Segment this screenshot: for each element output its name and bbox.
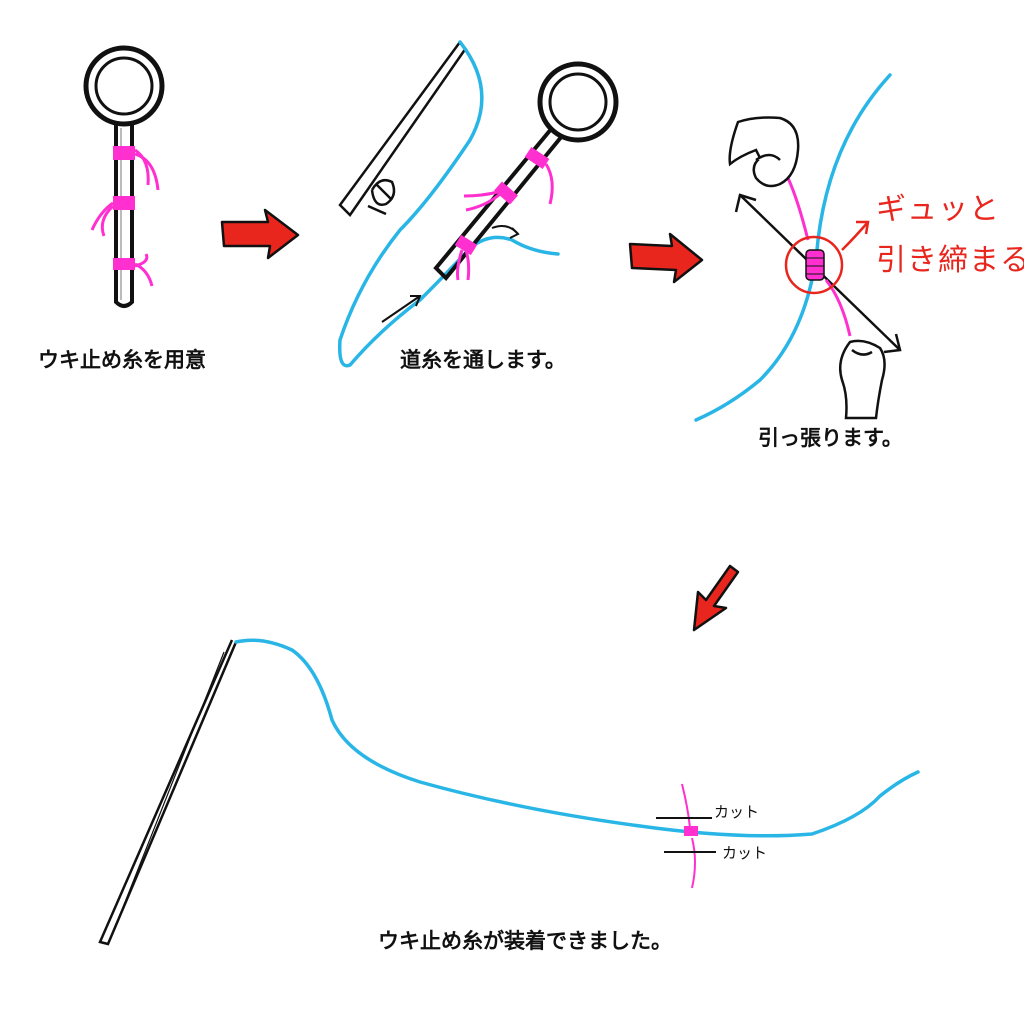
step1-caption: ウキ止め糸を用意 xyxy=(38,348,206,372)
red-step-arrow-icon xyxy=(692,564,740,632)
step2-fishing-line xyxy=(337,40,560,368)
step2-caption: 道糸を通します。 xyxy=(400,348,566,372)
step3-stopper-thread-icon xyxy=(786,177,852,337)
step2-fishing-rod-icon xyxy=(338,41,468,217)
red-step-arrow-icon xyxy=(628,232,704,284)
highlight-circle-icon xyxy=(784,235,844,295)
step3-caption: 引っ張ります。 xyxy=(758,426,903,450)
step1-threader-icon xyxy=(83,45,165,308)
step1-stopper-thread-icon xyxy=(90,146,160,287)
step3-annotation-line2: 引き締まる。 xyxy=(876,243,1024,278)
hand-top-icon xyxy=(728,116,800,188)
annotation-arrow-icon xyxy=(841,220,870,251)
step2-direction-arrow-icon xyxy=(381,225,520,323)
step4-fishing-line xyxy=(234,638,920,838)
cut-label-upper: カット xyxy=(714,803,760,821)
red-step-arrow-icon xyxy=(220,208,300,260)
hand-bottom-icon xyxy=(839,339,886,420)
step4-caption: ウキ止め糸が装着できました。 xyxy=(378,929,672,953)
cut-label-lower: カット xyxy=(722,844,768,862)
step4-stopper-knot-icon xyxy=(681,783,698,889)
step4-fishing-rod-icon xyxy=(98,639,238,946)
step2-stopper-thread-icon xyxy=(454,147,554,281)
step3-annotation-line1: ギュッと xyxy=(876,192,1000,227)
cut-marks xyxy=(656,817,716,853)
